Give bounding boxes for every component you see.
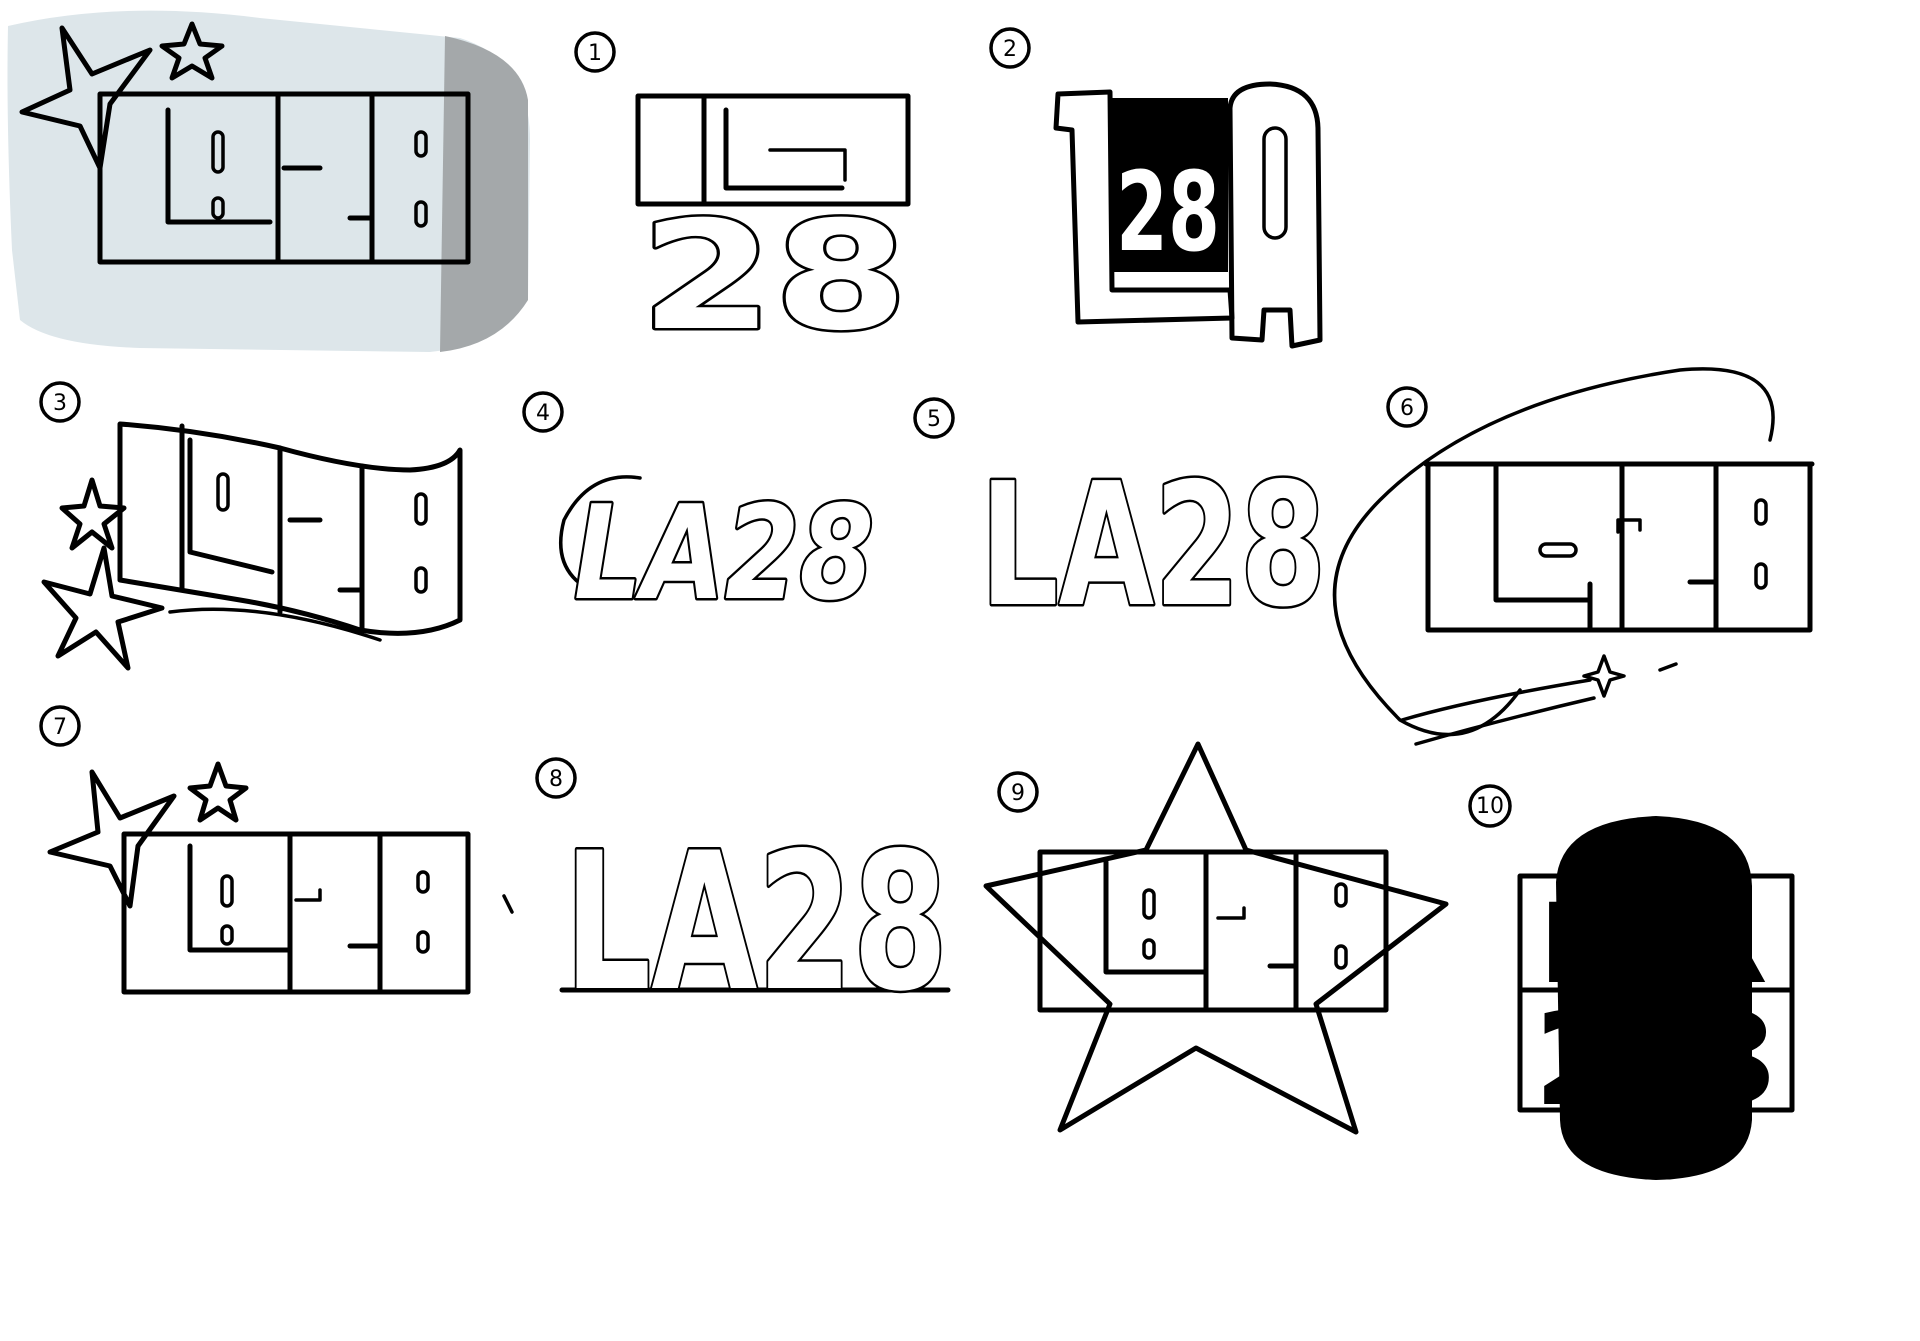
sketch-number-4: 4	[536, 401, 550, 426]
sketch-2: 2 28	[989, 27, 1323, 349]
sketch-7-star-large	[47, 769, 177, 909]
sketch-6: 6	[1332, 367, 1815, 746]
sketch-number-7: 7	[53, 715, 67, 740]
sketch-10-bottom-digits: 28	[1530, 983, 1780, 1135]
sketch-6-sparkle	[1582, 654, 1626, 698]
sketch-10-box	[1517, 873, 1795, 1113]
sketch-8-letters: LA28	[564, 812, 948, 1033]
sketch-3-wavy-banner	[117, 421, 463, 636]
reference-box	[97, 91, 471, 265]
sketch-5-bubble-letters: LA28	[980, 447, 1326, 645]
sketch-5: 5 LA28	[913, 397, 1329, 648]
sketch-9-star-outline	[983, 741, 1449, 1135]
sketch-7-box	[121, 831, 471, 995]
sketch-number-2: 2	[1003, 37, 1017, 62]
sketch-2-black-block	[1112, 98, 1228, 272]
sketch-10-top-letters: LA	[1534, 880, 1766, 1008]
reference-star-small	[159, 21, 225, 81]
sketch-4-swirl	[559, 475, 642, 600]
sketch-number-10: 10	[1476, 794, 1504, 819]
sketch-10: 10 LA 28	[1468, 784, 1795, 1180]
sketch-3: 3	[39, 381, 463, 671]
sketch-number-8: 8	[549, 767, 563, 792]
sketch-4-script: LA28	[574, 477, 874, 629]
sketch-7: 7	[39, 705, 471, 995]
sketch-1: 1 28	[574, 31, 911, 367]
sketch-3-star-large	[41, 545, 165, 671]
sketch-9: 9	[983, 741, 1449, 1135]
sketch-4: 4 LA28	[522, 391, 877, 632]
sketch-number-6: 6	[1400, 396, 1414, 421]
sketch-6-box	[1425, 461, 1813, 633]
sketch-10-black-capsule	[1556, 816, 1752, 1180]
sketch-3-star-small	[59, 477, 127, 551]
sketch-8: 8 LA28	[502, 757, 951, 1036]
sketch-number-3: 3	[53, 391, 67, 416]
sketch-2-digits: 28	[1116, 148, 1220, 276]
sketch-1-top-box	[635, 93, 911, 207]
sketch-number-9: 9	[1011, 781, 1025, 806]
sketch-2-letter-a	[1227, 81, 1323, 349]
sketch-6-orbit	[1332, 367, 1775, 737]
reference-logo-photo	[7, 10, 530, 353]
sketch-1-digits: 28	[640, 190, 908, 364]
sketch-9-box	[1037, 849, 1389, 1013]
sketch-number-5: 5	[927, 407, 941, 432]
sketch-7-star-small	[187, 761, 249, 823]
sketch-number-1: 1	[588, 41, 602, 66]
reference-photo-edge-strip	[440, 36, 528, 352]
